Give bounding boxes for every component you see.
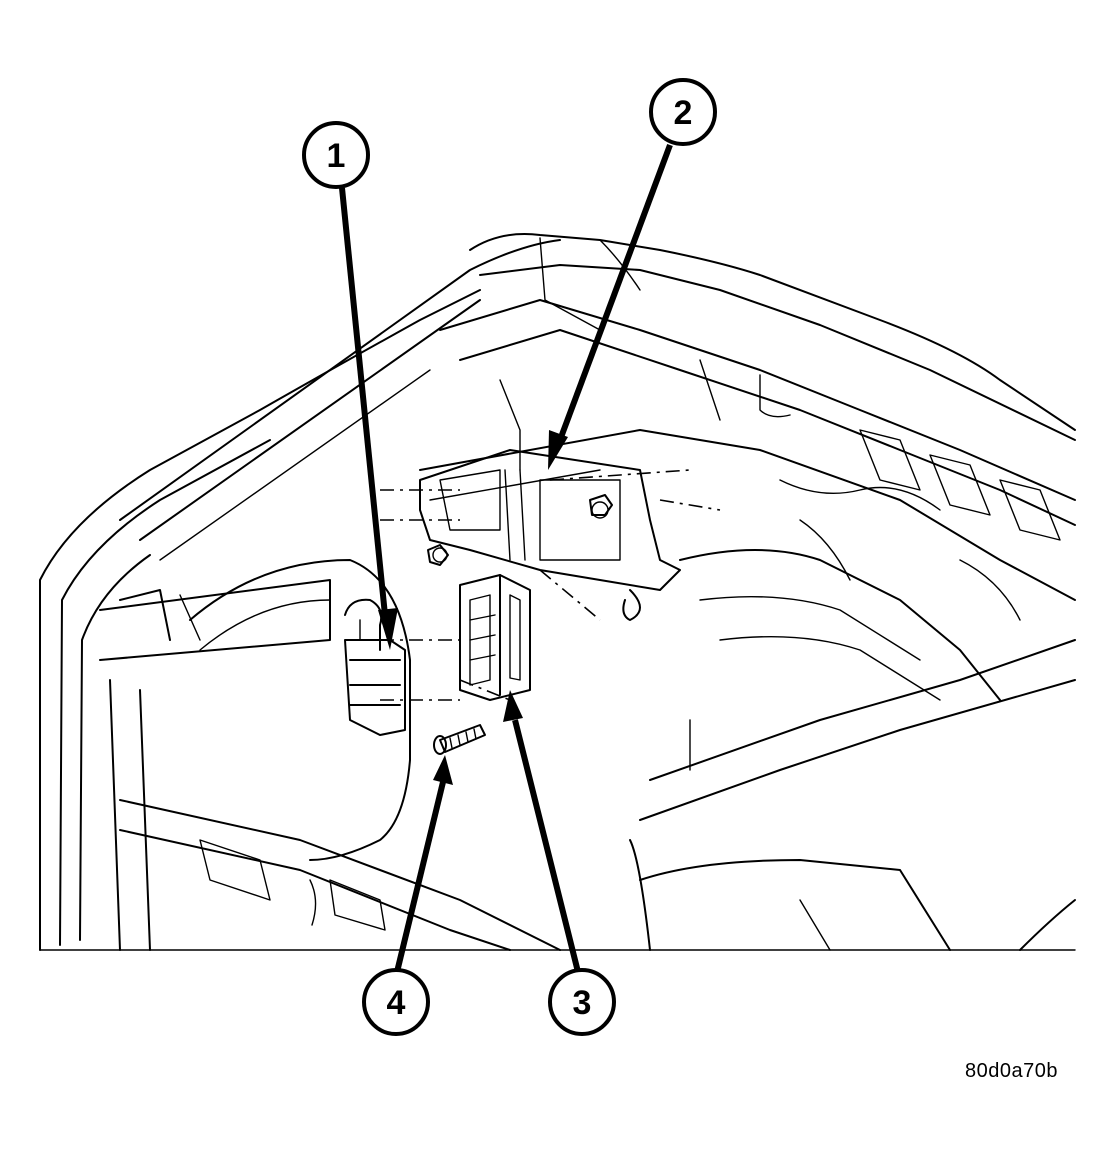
assembly-centerlines: [380, 469, 721, 701]
callout-4-number: 4: [387, 984, 406, 1022]
leader-line-4: [394, 781, 446, 973]
mounting-screw: [433, 724, 486, 755]
arrowhead-2: [548, 430, 568, 470]
leader-lines: [339, 143, 673, 973]
control-module: [459, 574, 531, 701]
callout-3: 3: [548, 968, 616, 1036]
leader-line-2: [557, 143, 673, 442]
callout-1-number: 1: [327, 137, 346, 175]
leader-line-3: [512, 719, 581, 973]
mounting-bracket: [419, 449, 681, 621]
callout-2-number: 2: [674, 94, 693, 132]
cowl-vent-slots: [859, 429, 1061, 541]
arrowhead-4: [433, 755, 453, 785]
vehicle-body: [39, 233, 1076, 951]
arrowhead-1: [378, 608, 398, 650]
wiring-harness-connectors: [344, 598, 406, 736]
bracket-nuts: [427, 494, 613, 566]
figure-id-label: 80d0a70b: [965, 1060, 1058, 1082]
callout-1: 1: [302, 121, 370, 189]
callout-2: 2: [649, 78, 717, 146]
callout-3-number: 3: [573, 984, 592, 1022]
arrowhead-3: [503, 690, 523, 722]
leader-line-1: [339, 187, 389, 626]
callout-4: 4: [362, 968, 430, 1036]
